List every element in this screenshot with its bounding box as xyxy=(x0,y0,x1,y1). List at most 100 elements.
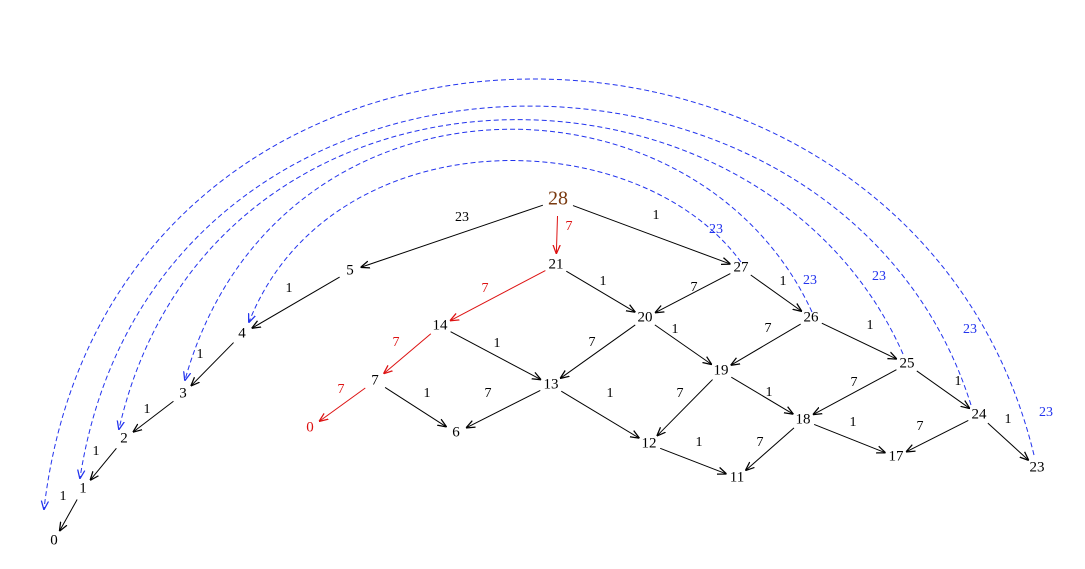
edge-24-to-23 xyxy=(987,422,1028,460)
edge-28-to-5 xyxy=(361,204,544,267)
edge-label: 1 xyxy=(672,322,679,337)
edge-20-to-13 xyxy=(561,324,636,378)
arc-label: 23 xyxy=(872,269,886,284)
edge-label: 1 xyxy=(424,386,431,401)
dashed-arc-26-to-3 xyxy=(185,128,813,380)
arc-label: 23 xyxy=(1039,405,1053,420)
edge-label: 1 xyxy=(600,274,607,289)
edge-label: 7 xyxy=(566,219,573,234)
dashed-arc-27-to-4 xyxy=(249,160,742,322)
edge-label: 23 xyxy=(455,210,469,225)
edge-26-to-25 xyxy=(821,322,896,359)
edge-28-to-27 xyxy=(572,205,730,264)
dashed-arc-24-to-1 xyxy=(80,105,972,478)
dashed-arc-25-to-2 xyxy=(119,119,904,429)
graph-node: 3 xyxy=(179,385,187,401)
graph-node: 1 xyxy=(79,480,87,496)
edge-label: 1 xyxy=(867,318,874,333)
edge-5-to-4 xyxy=(252,276,340,328)
edge-14-to-13 xyxy=(450,331,541,380)
edge-12-to-11 xyxy=(660,447,726,473)
edge-7-to-6 xyxy=(384,387,446,426)
edge-label: 1 xyxy=(1005,412,1012,427)
edge-label: 1 xyxy=(766,385,773,400)
graph-node: 17 xyxy=(889,448,905,464)
edge-label: 7 xyxy=(338,382,345,397)
edge-label: 7 xyxy=(917,419,924,434)
edge-label: 7 xyxy=(677,386,684,401)
edge-19-to-12 xyxy=(657,379,713,436)
edge-25-to-18 xyxy=(814,369,897,415)
graph-node: 18 xyxy=(796,411,811,427)
edge-label: 7 xyxy=(851,375,858,390)
edge-label: 1 xyxy=(197,347,204,362)
edge-label: 1 xyxy=(60,489,67,504)
edge-label: 1 xyxy=(607,386,614,401)
edge-label: 7 xyxy=(757,435,764,450)
graph-node: 24 xyxy=(972,406,988,422)
edge-label: 7 xyxy=(765,321,772,336)
graph-node: 12 xyxy=(642,435,657,451)
edge-label: 7 xyxy=(691,280,698,295)
graph-node: 25 xyxy=(900,355,915,371)
edge-26-to-19 xyxy=(731,323,801,365)
arc-label: 23 xyxy=(803,273,817,288)
edge-label: 7 xyxy=(589,335,596,350)
dashed-arc-23-to-0 xyxy=(44,78,1035,509)
edge-2-to-1 xyxy=(91,447,117,479)
edge-label: 7 xyxy=(485,386,492,401)
graph-node: 11 xyxy=(730,469,744,485)
edge-14-to-7 xyxy=(384,333,432,373)
graph-node: 13 xyxy=(544,376,559,392)
edge-label: 1 xyxy=(144,402,151,417)
graph-node: 14 xyxy=(433,317,449,333)
graph-node: 7 xyxy=(371,372,379,388)
graph-node: 6 xyxy=(452,424,460,440)
edge-21-to-20 xyxy=(566,270,634,312)
graph-node: 0 xyxy=(50,532,58,548)
edge-27-to-20 xyxy=(656,273,731,313)
edge-label: 1 xyxy=(494,336,501,351)
edge-4-to-3 xyxy=(191,342,234,386)
graph-node: 20 xyxy=(638,309,653,325)
edge-19-to-18 xyxy=(731,376,792,414)
graph-node: 21 xyxy=(549,256,564,272)
edge-label: 7 xyxy=(482,281,489,296)
graph-node: 2 xyxy=(120,430,128,446)
edge-label: 1 xyxy=(286,281,293,296)
edge-13-to-12 xyxy=(561,390,638,438)
edge-label: 7 xyxy=(393,335,400,350)
edge-21-to-14 xyxy=(451,270,546,321)
edge-label: 1 xyxy=(955,374,962,389)
edge-20-to-19 xyxy=(654,324,711,364)
graph-node: 27 xyxy=(734,259,750,275)
edge-label: 1 xyxy=(780,274,787,289)
edge-1-to-0 xyxy=(60,499,78,530)
graph-node: 26 xyxy=(804,309,820,325)
edge-13-to-6 xyxy=(467,389,541,427)
graph-node: 5 xyxy=(346,262,354,278)
edge-18-to-11 xyxy=(746,427,795,470)
edge-28-to-21 xyxy=(556,215,557,253)
edge-label: 1 xyxy=(653,208,660,223)
edge-label: 1 xyxy=(696,435,703,450)
root-node: 28 xyxy=(548,188,568,210)
edge-24-to-17 xyxy=(907,419,969,451)
graph-node: 4 xyxy=(238,325,246,341)
edge-label: 1 xyxy=(93,444,100,459)
edge-3-to-2 xyxy=(134,400,174,431)
graph-node: 0 xyxy=(306,419,314,435)
graph-node: 19 xyxy=(714,362,729,378)
arc-label: 23 xyxy=(709,222,723,237)
edge-label: 1 xyxy=(850,415,857,430)
edge-25-to-24 xyxy=(916,370,969,408)
edge-18-to-17 xyxy=(813,423,885,452)
arc-label: 23 xyxy=(963,322,977,337)
graph-node: 23 xyxy=(1030,459,1045,475)
edge-27-to-26 xyxy=(750,274,801,311)
